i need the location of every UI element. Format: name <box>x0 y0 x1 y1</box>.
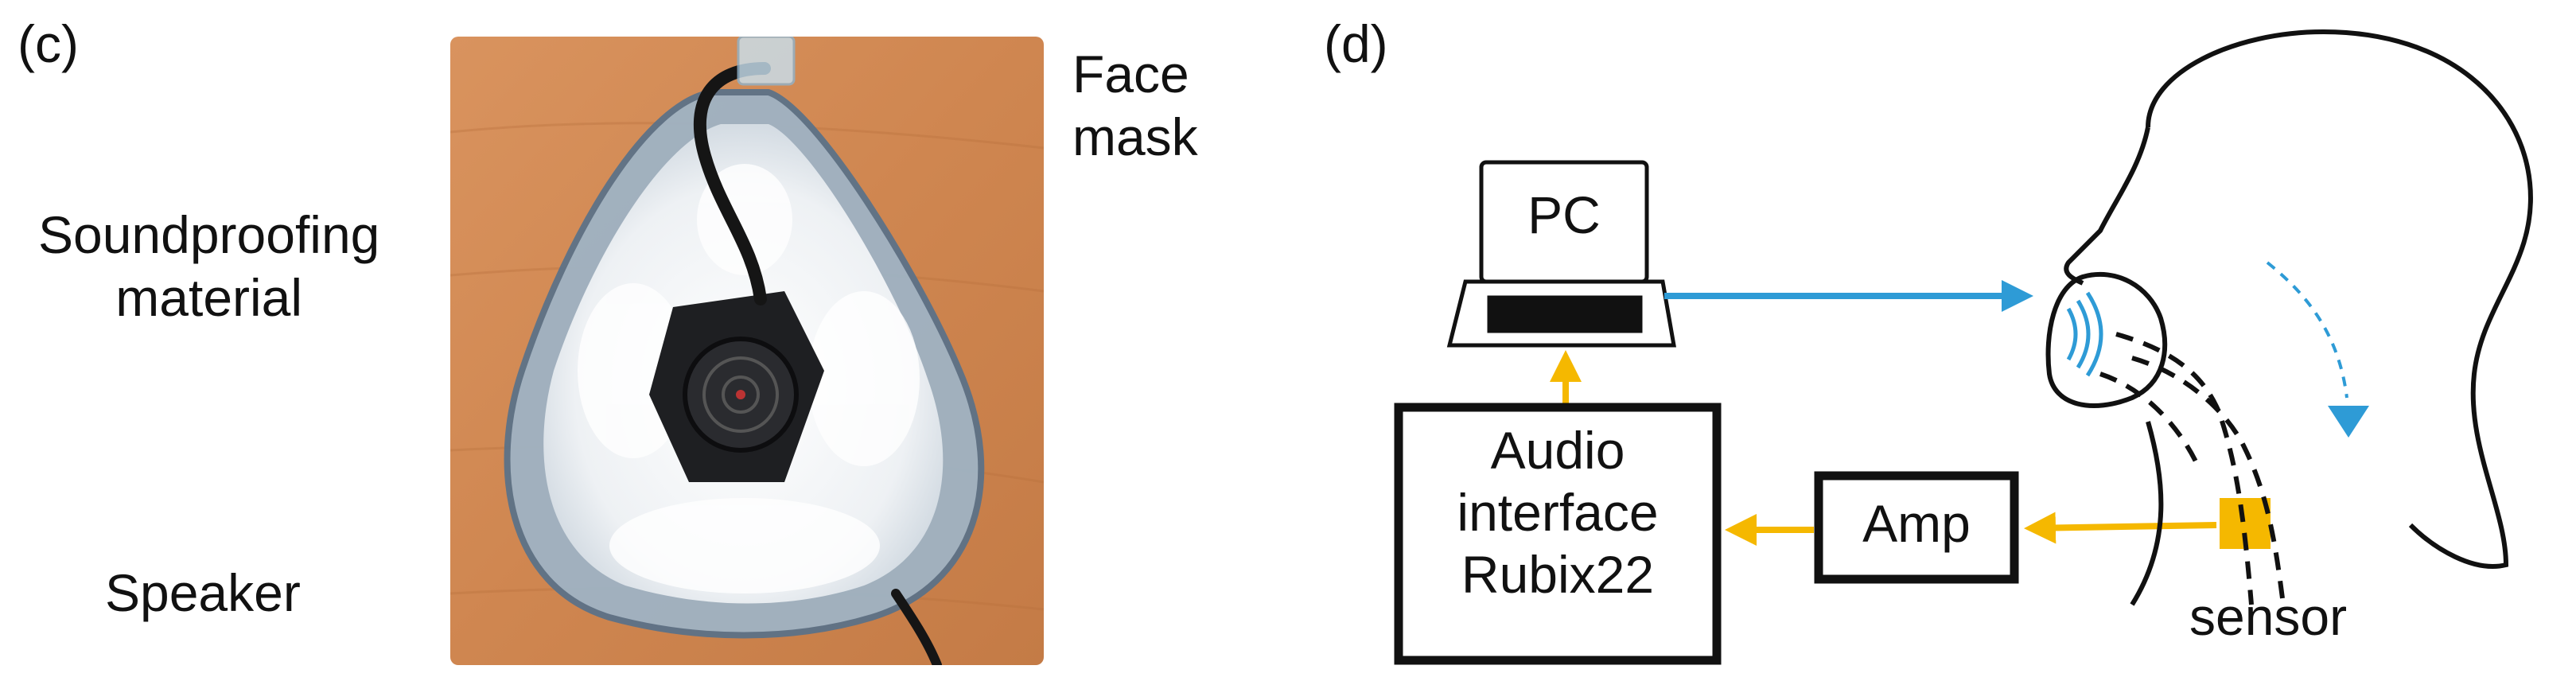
amp-label: Amp <box>1862 494 1971 553</box>
speaker-label: Speaker <box>105 563 301 622</box>
panel-d-label: (d) <box>1324 14 1388 73</box>
speaker-unit <box>649 291 824 482</box>
audio-interface-line3: Rubix22 <box>1461 544 1655 604</box>
face-mask-photo <box>450 37 1044 665</box>
face-mask-icon <box>2045 271 2168 408</box>
panel-c-label: (c) <box>18 14 79 73</box>
soundproofing-label: Soundproofing material <box>38 204 379 329</box>
sensor-label: sensor <box>2189 587 2348 646</box>
face-mask-label-line1: Face <box>1072 45 1189 103</box>
face-mask-label: Face mask <box>1072 43 1198 169</box>
audio-interface-line1: Audio <box>1490 421 1625 480</box>
soundproofing-label-line2: material <box>115 268 303 328</box>
audio-interface-box <box>1394 403 1722 665</box>
laptop-icon <box>1446 160 1676 348</box>
airflow-arrowhead <box>2328 406 2369 438</box>
head-outline <box>2146 29 2533 569</box>
audio-interface-label: Audio interface Rubix22 <box>1399 420 1717 606</box>
sensor-to-amp-arrow <box>2024 512 2217 544</box>
audio-interface-line2: interface <box>1457 482 1659 542</box>
amp-box <box>1814 471 2019 584</box>
mask-cable <box>693 62 771 305</box>
sound-wave-icon <box>2066 291 2103 377</box>
throat-outline <box>2130 421 2164 606</box>
airflow-arrow <box>2266 261 2348 399</box>
pc-label: PC <box>1527 185 1601 244</box>
face-mask-label-line2: mask <box>1072 107 1198 167</box>
airway-lines <box>2099 332 2286 605</box>
soundproofing-label-line1: Soundproofing <box>38 205 380 264</box>
